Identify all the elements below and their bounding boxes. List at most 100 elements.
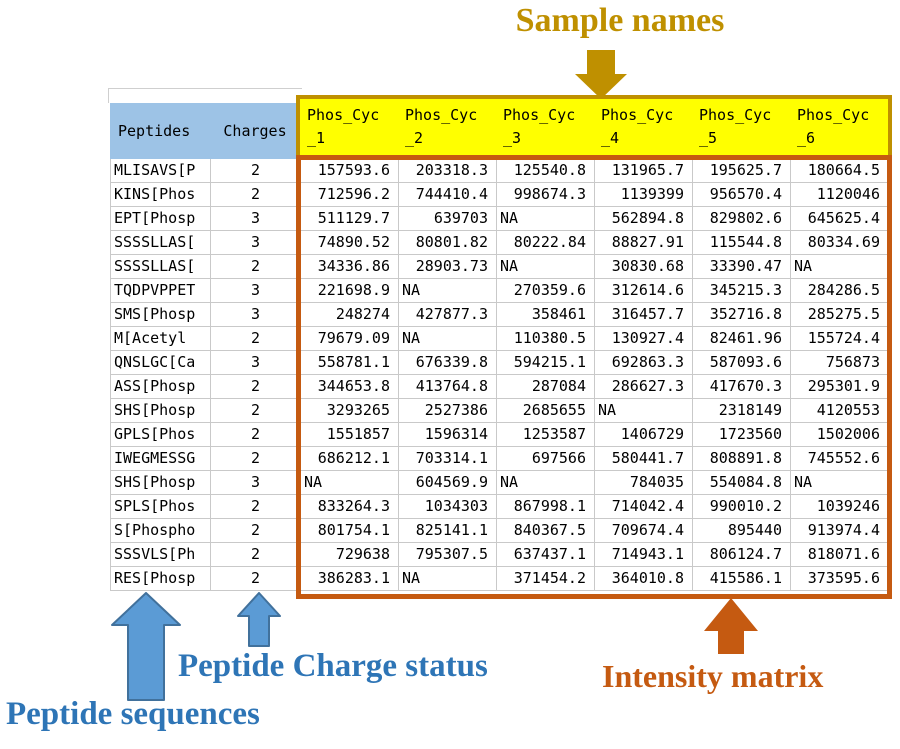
intensity-cell[interactable]: 637437.1: [497, 543, 595, 567]
intensity-cell[interactable]: NA: [301, 471, 399, 495]
intensity-cell[interactable]: 756873: [791, 351, 889, 375]
charge-cell[interactable]: 2: [211, 519, 301, 543]
sample-column-header[interactable]: Phos_Cyc_5: [692, 99, 790, 155]
charge-cell[interactable]: 2: [211, 423, 301, 447]
intensity-cell[interactable]: NA: [791, 471, 889, 495]
intensity-cell[interactable]: 270359.6: [497, 279, 595, 303]
intensity-cell[interactable]: NA: [399, 567, 497, 591]
intensity-cell[interactable]: 998674.3: [497, 183, 595, 207]
intensity-cell[interactable]: 221698.9: [301, 279, 399, 303]
intensity-cell[interactable]: 312614.6: [595, 279, 693, 303]
intensity-cell[interactable]: 82461.96: [693, 327, 791, 351]
intensity-cell[interactable]: 284286.5: [791, 279, 889, 303]
sample-column-header[interactable]: Phos_Cyc_1: [300, 99, 398, 155]
intensity-cell[interactable]: NA: [595, 399, 693, 423]
intensity-cell[interactable]: 180664.5: [791, 159, 889, 183]
intensity-cell[interactable]: 554084.8: [693, 471, 791, 495]
charge-cell[interactable]: 2: [211, 159, 301, 183]
intensity-cell[interactable]: 417670.3: [693, 375, 791, 399]
intensity-cell[interactable]: 808891.8: [693, 447, 791, 471]
intensity-cell[interactable]: 125540.8: [497, 159, 595, 183]
intensity-cell[interactable]: 714943.1: [595, 543, 693, 567]
intensity-cell[interactable]: 580441.7: [595, 447, 693, 471]
intensity-cell[interactable]: 33390.47: [693, 255, 791, 279]
intensity-cell[interactable]: 1253587: [497, 423, 595, 447]
peptide-cell[interactable]: SMS[Phosp: [111, 303, 211, 327]
intensity-cell[interactable]: 80222.84: [497, 231, 595, 255]
intensity-cell[interactable]: 712596.2: [301, 183, 399, 207]
intensity-cell[interactable]: 1406729: [595, 423, 693, 447]
intensity-cell[interactable]: 990010.2: [693, 495, 791, 519]
intensity-cell[interactable]: 818071.6: [791, 543, 889, 567]
intensity-cell[interactable]: 558781.1: [301, 351, 399, 375]
intensity-cell[interactable]: NA: [399, 327, 497, 351]
charge-cell[interactable]: 3: [211, 207, 301, 231]
intensity-cell[interactable]: 1034303: [399, 495, 497, 519]
intensity-cell[interactable]: 692863.3: [595, 351, 693, 375]
intensity-cell[interactable]: 79679.09: [301, 327, 399, 351]
intensity-cell[interactable]: 594215.1: [497, 351, 595, 375]
intensity-cell[interactable]: 829802.6: [693, 207, 791, 231]
intensity-cell[interactable]: 913974.4: [791, 519, 889, 543]
intensity-cell[interactable]: 1139399: [595, 183, 693, 207]
intensity-cell[interactable]: 709674.4: [595, 519, 693, 543]
intensity-cell[interactable]: 195625.7: [693, 159, 791, 183]
intensity-cell[interactable]: 130927.4: [595, 327, 693, 351]
intensity-cell[interactable]: 358461: [497, 303, 595, 327]
charge-cell[interactable]: 2: [211, 327, 301, 351]
intensity-cell[interactable]: 2685655: [497, 399, 595, 423]
peptide-cell[interactable]: SPLS[Phos: [111, 495, 211, 519]
peptide-cell[interactable]: SSSSLLAS[: [111, 255, 211, 279]
peptide-cell[interactable]: M[Acetyl: [111, 327, 211, 351]
peptide-cell[interactable]: GPLS[Phos: [111, 423, 211, 447]
intensity-cell[interactable]: 604569.9: [399, 471, 497, 495]
intensity-cell[interactable]: 28903.73: [399, 255, 497, 279]
charge-cell[interactable]: 2: [211, 495, 301, 519]
charge-cell[interactable]: 2: [211, 255, 301, 279]
charge-cell[interactable]: 2: [211, 567, 301, 591]
intensity-cell[interactable]: 30830.68: [595, 255, 693, 279]
intensity-cell[interactable]: 784035: [595, 471, 693, 495]
intensity-cell[interactable]: 840367.5: [497, 519, 595, 543]
intensity-cell[interactable]: 155724.4: [791, 327, 889, 351]
peptides-column-header[interactable]: Peptides: [118, 122, 191, 140]
peptide-cell[interactable]: ASS[Phosp: [111, 375, 211, 399]
intensity-cell[interactable]: 157593.6: [301, 159, 399, 183]
intensity-cell[interactable]: 956570.4: [693, 183, 791, 207]
sample-column-header[interactable]: Phos_Cyc_4: [594, 99, 692, 155]
intensity-cell[interactable]: 744410.4: [399, 183, 497, 207]
intensity-cell[interactable]: 345215.3: [693, 279, 791, 303]
intensity-cell[interactable]: 833264.3: [301, 495, 399, 519]
intensity-cell[interactable]: 825141.1: [399, 519, 497, 543]
intensity-cell[interactable]: NA: [399, 279, 497, 303]
peptide-cell[interactable]: SSSVLS[Ph: [111, 543, 211, 567]
intensity-cell[interactable]: 745552.6: [791, 447, 889, 471]
sample-column-header[interactable]: Phos_Cyc_2: [398, 99, 496, 155]
intensity-cell[interactable]: 352716.8: [693, 303, 791, 327]
peptide-cell[interactable]: SHS[Phosp: [111, 399, 211, 423]
peptide-cell[interactable]: IWEGMESSG: [111, 447, 211, 471]
intensity-cell[interactable]: 415586.1: [693, 567, 791, 591]
intensity-cell[interactable]: 131965.7: [595, 159, 693, 183]
intensity-cell[interactable]: 1502006: [791, 423, 889, 447]
intensity-cell[interactable]: 562894.8: [595, 207, 693, 231]
intensity-cell[interactable]: 371454.2: [497, 567, 595, 591]
charge-cell[interactable]: 2: [211, 399, 301, 423]
intensity-cell[interactable]: 203318.3: [399, 159, 497, 183]
peptide-cell[interactable]: TQDPVPPET: [111, 279, 211, 303]
intensity-cell[interactable]: 2318149: [693, 399, 791, 423]
intensity-cell[interactable]: 295301.9: [791, 375, 889, 399]
charge-cell[interactable]: 3: [211, 231, 301, 255]
intensity-cell[interactable]: 801754.1: [301, 519, 399, 543]
intensity-cell[interactable]: 88827.91: [595, 231, 693, 255]
peptide-cell[interactable]: S[Phospho: [111, 519, 211, 543]
peptide-cell[interactable]: MLISAVS[P: [111, 159, 211, 183]
intensity-cell[interactable]: 413764.8: [399, 375, 497, 399]
charge-cell[interactable]: 2: [211, 183, 301, 207]
intensity-cell[interactable]: 714042.4: [595, 495, 693, 519]
peptide-cell[interactable]: QNSLGC[Ca: [111, 351, 211, 375]
intensity-cell[interactable]: 248274: [301, 303, 399, 327]
peptide-cell[interactable]: KINS[Phos: [111, 183, 211, 207]
intensity-cell[interactable]: 697566: [497, 447, 595, 471]
intensity-cell[interactable]: 1723560: [693, 423, 791, 447]
